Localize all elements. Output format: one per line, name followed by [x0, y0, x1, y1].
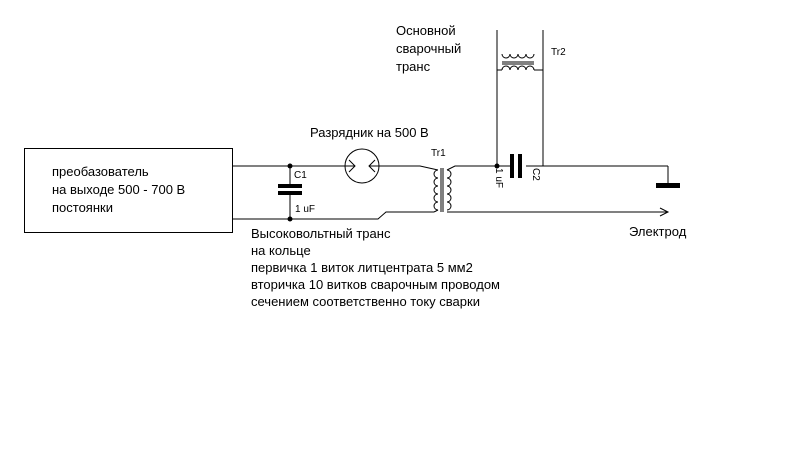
- wire-bottom-left: [233, 211, 434, 220]
- c2-plate-left: [510, 154, 514, 178]
- tr2-secondary-coil: [501, 65, 535, 71]
- tr2-title-line-1: Основной: [396, 23, 456, 38]
- hv-note-line-5: сечением соответственно току сварки: [251, 294, 480, 309]
- spark-gap-label: Разрядник на 500 В: [310, 125, 429, 140]
- c1-name: C1: [294, 170, 307, 181]
- tr1-secondary-coil: [446, 169, 452, 211]
- hv-note-line-1: Высоковольтный транс: [251, 226, 391, 241]
- c1-plate-bottom: [278, 191, 302, 195]
- converter-line-1: преобазователь: [52, 164, 149, 179]
- electrode-arrowhead: [659, 207, 670, 217]
- tr2-primary-coil: [501, 53, 535, 59]
- hv-note-line-2: на кольце: [251, 243, 311, 258]
- converter-block: преобазователь на выходе 500 - 700 В пос…: [24, 148, 233, 233]
- hv-note-line-4: вторичка 10 витков сварочным проводом: [251, 277, 500, 292]
- c2-name: C2: [530, 168, 541, 181]
- spark-gap-symbol: [344, 148, 380, 184]
- junction-dot-tr2: [494, 163, 500, 169]
- c2-value: 1 uF: [493, 168, 504, 189]
- junction-dot-top: [287, 163, 293, 169]
- wire-secondary-top: [446, 165, 510, 171]
- tr2-title-line-3: транс: [396, 59, 431, 74]
- tr2-name: Tr2: [551, 47, 566, 58]
- tr2-title-line-2: сварочный: [396, 41, 462, 56]
- c1-value: 1 uF: [295, 204, 316, 215]
- hv-note-line-3: первичка 1 виток литцентрата 5 мм2: [251, 260, 473, 275]
- tr1-name: Tr1: [431, 148, 446, 159]
- tr1-primary-coil: [433, 169, 439, 213]
- wire-to-tr1-primary: [379, 165, 439, 171]
- c1-plate-top: [278, 184, 302, 188]
- junction-dot-bottom: [287, 216, 293, 222]
- electrode-label: Электрод: [629, 224, 687, 239]
- c2-plate-right: [518, 154, 522, 178]
- electrode-bar: [656, 183, 680, 188]
- converter-line-2: на выходе 500 - 700 В: [52, 182, 186, 197]
- converter-line-3: постоянки: [52, 200, 113, 215]
